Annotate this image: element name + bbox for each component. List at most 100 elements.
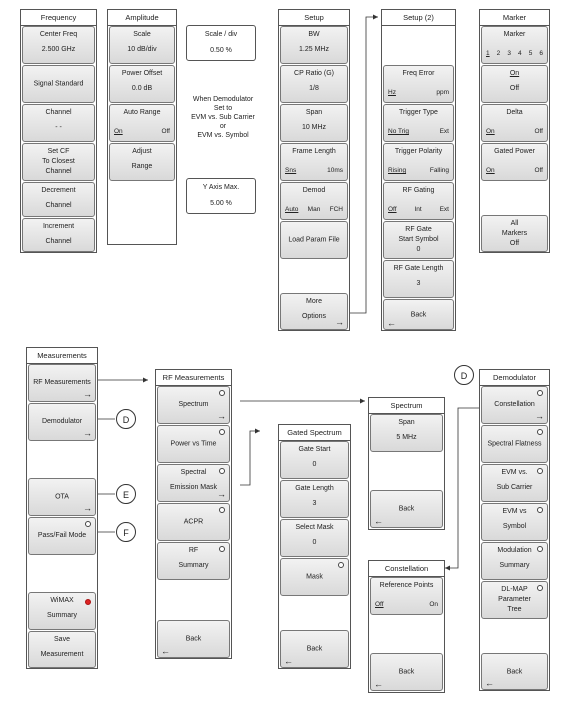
spectrum-span-label: Span (398, 419, 415, 426)
spectrum-title: Spectrum (369, 398, 444, 414)
rf-meas-back-key[interactable]: Back ← (157, 620, 230, 658)
auto-range-on: On (114, 128, 123, 135)
y-axis-label: Y Axis Max. (202, 184, 240, 191)
channel-label: Channel (45, 109, 72, 116)
demodulator-back-key[interactable]: Back ← (481, 653, 548, 690)
trigger-polarity-falling: Falling (429, 167, 449, 174)
adjust-range-key[interactable]: Adjust Range (109, 143, 175, 181)
span-key[interactable]: Span 10 MHz (280, 104, 348, 142)
callout-e: E (116, 484, 136, 504)
gate-length-key[interactable]: Gate Length 3 (280, 480, 349, 518)
rf-summary-key[interactable]: RF Summary (157, 542, 230, 580)
pass-fail-key[interactable]: Pass/Fail Mode (28, 517, 96, 555)
evm-sub-carrier-line2: Sub Carrier (496, 484, 533, 491)
save-label: Save (54, 636, 70, 643)
spectrum-back-key[interactable]: Back ← (370, 490, 443, 528)
ota-key[interactable]: OTA → (28, 478, 96, 516)
dl-map-key[interactable]: DL-MAP Parameter Tree (481, 581, 548, 619)
modulation-summary-label: Summary (499, 562, 530, 569)
setup2-back-key[interactable]: Back ← (383, 299, 454, 330)
evm-symbol-key[interactable]: EVM vs Symbol (481, 503, 548, 541)
frequency-title: Frequency (21, 10, 96, 26)
adjust-label: Adjust (132, 148, 152, 155)
freq-error-ppm: ppm (436, 89, 449, 96)
rf-gate-start-key[interactable]: RF Gate Start Symbol 0 (383, 221, 454, 259)
callout-f: F (116, 522, 136, 542)
span-label: Span (305, 109, 323, 116)
evm-sub-carrier-key[interactable]: EVM vs. Sub Carrier (481, 464, 548, 502)
more-options-key[interactable]: More Options → (280, 293, 348, 330)
left-arrow-icon: ← (161, 646, 170, 656)
constellation-back-key[interactable]: Back ← (370, 653, 443, 691)
center-freq-key[interactable]: Center Freq 2.500 GHz (22, 26, 95, 64)
setup2-title: Setup (2) (382, 10, 455, 26)
demod-note: When Demodulator Set to EVM vs. Sub Carr… (178, 95, 268, 140)
gate-start-key[interactable]: Gate Start 0 (280, 441, 349, 479)
demod-note-line3: EVM vs. Sub Carrier (191, 114, 255, 121)
save-measurement-key[interactable]: Save Measurement (28, 631, 96, 668)
marker-on-off-key[interactable]: On Off (481, 65, 548, 103)
spectrum-label: Spectrum (178, 401, 209, 408)
mask-key[interactable]: Mask (280, 558, 349, 596)
center-freq-value: 2.500 GHz (41, 46, 76, 53)
constellation-back-label: Back (398, 668, 415, 676)
all-markers-off-key[interactable]: All Markers Off (481, 215, 548, 252)
signal-standard-key[interactable]: Signal Standard (22, 65, 95, 103)
emission-mask-label: Emission Mask (169, 484, 218, 491)
load-param-key[interactable]: Load Param File (280, 221, 348, 259)
constellation-key[interactable]: Constellation → (481, 386, 548, 424)
gated-back-key[interactable]: Back ← (280, 630, 349, 668)
rf-gate-length-key[interactable]: RF Gate Length 3 (383, 260, 454, 298)
select-mask-key[interactable]: Select Mask 0 (280, 519, 349, 557)
channel-key[interactable]: Channel - - (22, 104, 95, 142)
cp-ratio-key[interactable]: CP Ratio (G) 1/8 (280, 65, 348, 103)
spectrum-span-key[interactable]: Span 5 MHz (370, 414, 443, 452)
wimax-summary-label: Summary (47, 612, 77, 619)
spectrum-key[interactable]: Spectrum → (157, 386, 230, 424)
power-offset-key[interactable]: Power Offset 0.0 dB (109, 65, 175, 103)
scale-key[interactable]: Scale 10 dB/div (109, 26, 175, 64)
bw-label: BW (308, 31, 320, 38)
demod-note-line5: EVM vs. Symbol (197, 132, 249, 139)
right-arrow-icon: → (217, 489, 226, 499)
demodulator-key[interactable]: Demodulator → (28, 403, 96, 441)
gated-spectrum-menu: Gated Spectrum Gate Start 0 Gate Length … (278, 424, 351, 669)
freq-error-hz: Hz (388, 89, 396, 96)
all-markers-line2: Markers (501, 230, 528, 237)
acpr-key[interactable]: ACPR (157, 503, 230, 541)
gate-start-value: 0 (312, 461, 317, 468)
spectral-emission-mask-key[interactable]: Spectral Emission Mask → (157, 464, 230, 502)
demod-label: Demod (302, 187, 326, 194)
wimax-summary-key[interactable]: WiMAX Summary (28, 592, 96, 630)
set-cf-key[interactable]: Set CF To Closest Channel (22, 143, 95, 181)
decrement-key[interactable]: Decrement Channel (22, 182, 95, 217)
all-markers-line3: Off (509, 240, 520, 247)
modulation-summary-key[interactable]: Modulation Summary (481, 542, 548, 580)
spectral-flatness-key[interactable]: Spectral Flatness (481, 425, 548, 463)
radio-indicator-icon (537, 546, 543, 552)
increment-key[interactable]: Increment Channel (22, 218, 95, 252)
rf-measurements-key[interactable]: RF Measurements → (28, 364, 96, 402)
reference-points-on: On (429, 601, 438, 608)
measurements-menu: Measurements RF Measurements → Demodulat… (26, 347, 98, 669)
bw-key[interactable]: BW 1.25 MHz (280, 26, 348, 64)
rf-measurements-label: RF Measurements (33, 379, 91, 386)
demod-note-line4: or (219, 123, 227, 130)
power-vs-time-key[interactable]: Power vs Time (157, 425, 230, 463)
radio-indicator-icon (219, 507, 225, 513)
marker-title: Marker (480, 10, 549, 26)
dl-map-line1: DL-MAP (501, 586, 528, 593)
dl-map-line2: Parameter (498, 596, 531, 603)
